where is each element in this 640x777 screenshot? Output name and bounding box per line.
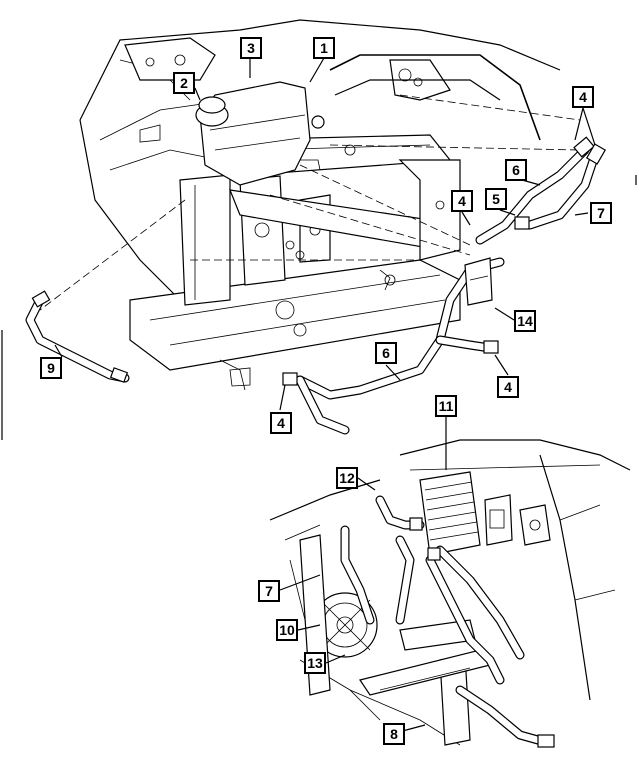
lower-callout-leaders [279,417,447,734]
callout-1: 1 [313,37,335,59]
hose-6-upper [475,136,595,245]
hose-9 [25,290,130,383]
hose-7 [514,143,607,230]
callout-14: 14 [514,310,536,332]
callout-4-right: 4 [497,376,519,398]
upper-leader-lines [39,94,581,311]
callout-2: 2 [173,72,195,94]
callout-3: 3 [240,37,262,59]
callout-6-upper: 6 [505,159,527,181]
callout-4-middle: 4 [451,190,473,212]
callout-4-top: 4 [572,86,594,108]
bracket-14 [464,257,493,306]
upper-callout-leaders [54,57,596,411]
callout-9: 9 [40,357,62,379]
callout-7-lower: 7 [258,580,280,602]
lower-hoses [340,495,555,748]
lower-radiator-assembly [269,439,631,746]
callout-5: 5 [485,188,507,210]
callout-10: 10 [276,619,298,641]
callout-13: 13 [304,652,326,674]
callout-11: 11 [435,395,457,417]
callout-7-upper: 7 [590,202,612,224]
coolant-reservoir [195,81,325,186]
hose-6-lower [282,257,505,435]
callout-8: 8 [383,723,405,745]
callout-6-lower: 6 [375,342,397,364]
callout-4-lower-left: 4 [270,412,292,434]
callout-12: 12 [336,467,358,489]
